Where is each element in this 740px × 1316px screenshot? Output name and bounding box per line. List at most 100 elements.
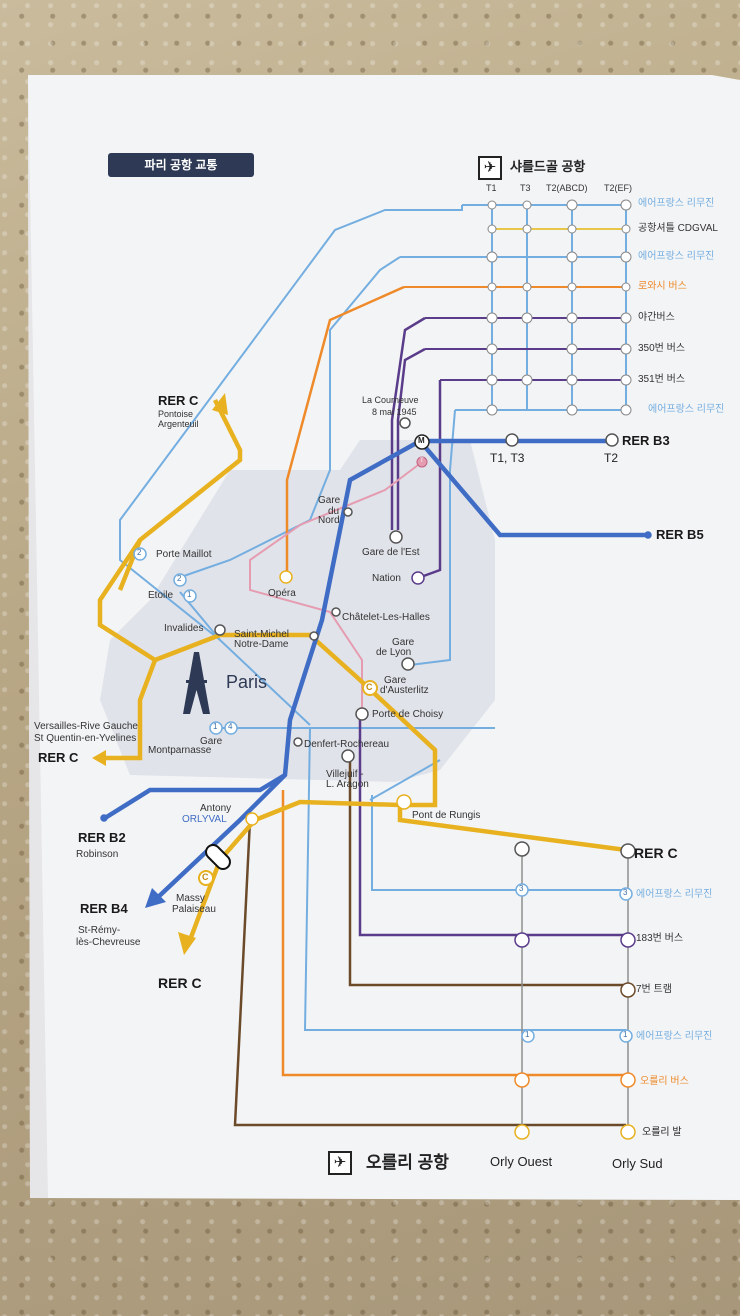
rer-b2-label: RER B2 [78,830,126,845]
station-antony: Antony [200,803,232,814]
orly-airport-name: 오를리 공항 [366,1153,449,1172]
tram-line [348,760,626,987]
station-orlyval: ORLYVAL [182,814,227,825]
metro-marker [414,434,430,450]
station-gare-montparnasse-1: Gare [200,736,223,747]
rer-c-st-quentin: St Quentin-en-Yvelines [34,733,137,744]
station-saint-michel: Saint-Michel [234,629,290,640]
station-gare-de-lyon-1: Gare [392,637,415,648]
station-gare-du-nord-3: Nord [318,515,340,526]
badge-2-porte-maillot: 2 [137,548,142,557]
route-badge-1 [183,589,197,603]
orly-route-orly-bus: 오를리 버스 [640,1076,689,1087]
station-porte-de-choisy: Porte de Choisy [372,709,444,720]
orly-sud-label: Orly Sud [612,1156,663,1171]
station-8-mai-1945: 8 mai 1945 [372,407,417,417]
t1-t3-label: T1, T3 [490,451,525,465]
station-opera: Opéra [268,588,296,599]
tram-marker-letter: T [420,458,424,464]
orly-route-limousine-3: 에어프랑스 리무진 [636,889,713,900]
cdg-route-bus-350: 350번 버스 [638,343,686,354]
station-villejuif-2: L. Aragon [326,779,369,790]
rer-c-pontoise: Pontoise [158,409,194,419]
rer-b-lines [103,438,646,902]
cdg-route-limousine-2: 에어프랑스 리무진 [638,251,715,262]
route-badge-1 [521,1029,535,1043]
station-notre-dame: Notre-Dame [234,639,289,650]
rer-b4-label: RER B4 [80,901,128,916]
terminal-t1: T1 [486,183,497,193]
orlyval-connector [205,844,231,870]
cdg-route-cdgval: 공항셔틀 CDGVAL [638,223,718,234]
terminal-t3: T3 [520,183,531,193]
terminal-t2-abcd: T2(ABCD) [546,183,588,193]
station-massy-2: Palaiseau [172,904,216,915]
rer-c-bottom-arrow [178,932,196,955]
rer-c-left-label: RER C [38,750,79,765]
rer-c-versailles: Versailles-Rive Gauche [34,721,138,732]
station-gare-de-lyon-2: de Lyon [376,647,412,658]
cdg-route-roissybus: 로와시 버스 [638,281,687,292]
terminal-t2-ef: T2(EF) [604,183,632,193]
station-gare-du-nord-2: du [328,506,340,517]
badge-3-orly-sud: 3 [623,888,628,897]
badge-1-montparnasse: 1 [213,722,218,731]
orly-route-rer-c: RER C [634,845,678,861]
cdg-route-bus-351: 351번 버스 [638,374,686,385]
route-badge-c [362,680,378,696]
station-villejuif-1: Villejuif - [326,769,364,780]
station-circles [100,417,652,1140]
metro-marker-letter: M [418,436,425,445]
route-badge-1 [619,1029,633,1043]
station-denfert-rochereau: Denfert-Rochereau [304,739,390,750]
rer-b5-label: RER B5 [656,527,704,542]
night-bus-lines [358,316,626,937]
cdg-route-night-bus: 야간버스 [638,312,675,323]
badge-1-etoile: 1 [187,590,192,599]
route-badge-3 [515,883,529,897]
route-badge-4 [224,721,238,735]
cdg-grid-nodes [486,199,632,416]
station-gare-du-nord-1: Gare [318,495,341,506]
rer-b3-label: RER B3 [622,433,670,448]
badge-c-massy: C [202,872,209,882]
rer-b4-st-remy-2: lès-Chevreuse [76,937,141,948]
pink-line [249,461,423,715]
badge-1-orly-ouest: 1 [525,1030,530,1039]
tram-marker [416,456,428,468]
cdg-route-limousine: 에어프랑스 리무진 [638,198,715,209]
badge-3-orly-ouest: 3 [519,884,524,893]
badge-c-austerlitz: C [366,682,373,692]
rer-c-top-label: RER C [158,393,199,408]
rer-c-top-arrow [212,393,228,415]
cdg-route-limousine-4: 에어프랑스 리무진 [648,404,725,415]
badge-2-etoile: 2 [177,574,182,583]
station-massy-1: Massy [176,893,205,904]
orly-bus-line [281,790,626,1077]
roissybus-line [285,285,405,575]
orly-route-orly-val: 오를리 발 [642,1127,682,1138]
station-etoile: Etoile [148,590,174,601]
rer-b4-st-remy-1: St-Rémy- [78,925,121,936]
route-badge-3 [619,887,633,901]
station-nation: Nation [372,573,401,584]
page-title: 파리 공항 교통 [108,153,254,177]
paris-zone [100,440,495,782]
eiffel-tower-icon [183,652,210,714]
cdg-grid [400,204,627,411]
badge-1-orly-sud: 1 [623,1030,628,1039]
station-gare-d-austerlitz-1: Gare [384,675,407,686]
station-pont-de-rungis: Pont de Rungis [412,810,481,821]
route-badge-1 [209,721,223,735]
route-badge-2 [133,547,147,561]
station-gare-montparnasse-2: Montparnasse [148,745,212,756]
route-badge-2 [173,573,187,587]
orly-route-limousine-1: 에어프랑스 리무진 [636,1031,713,1042]
orly-grid [521,850,629,1135]
station-la-courneuve: La Courneuve [362,395,419,405]
station-chatelet: Châtelet-Les-Halles [342,612,430,623]
orly-route-bus-183: 183번 버스 [636,933,684,944]
orly-ouest-label: Orly Ouest [490,1154,553,1169]
station-gare-d-austerlitz-2: d'Austerlitz [380,685,429,696]
